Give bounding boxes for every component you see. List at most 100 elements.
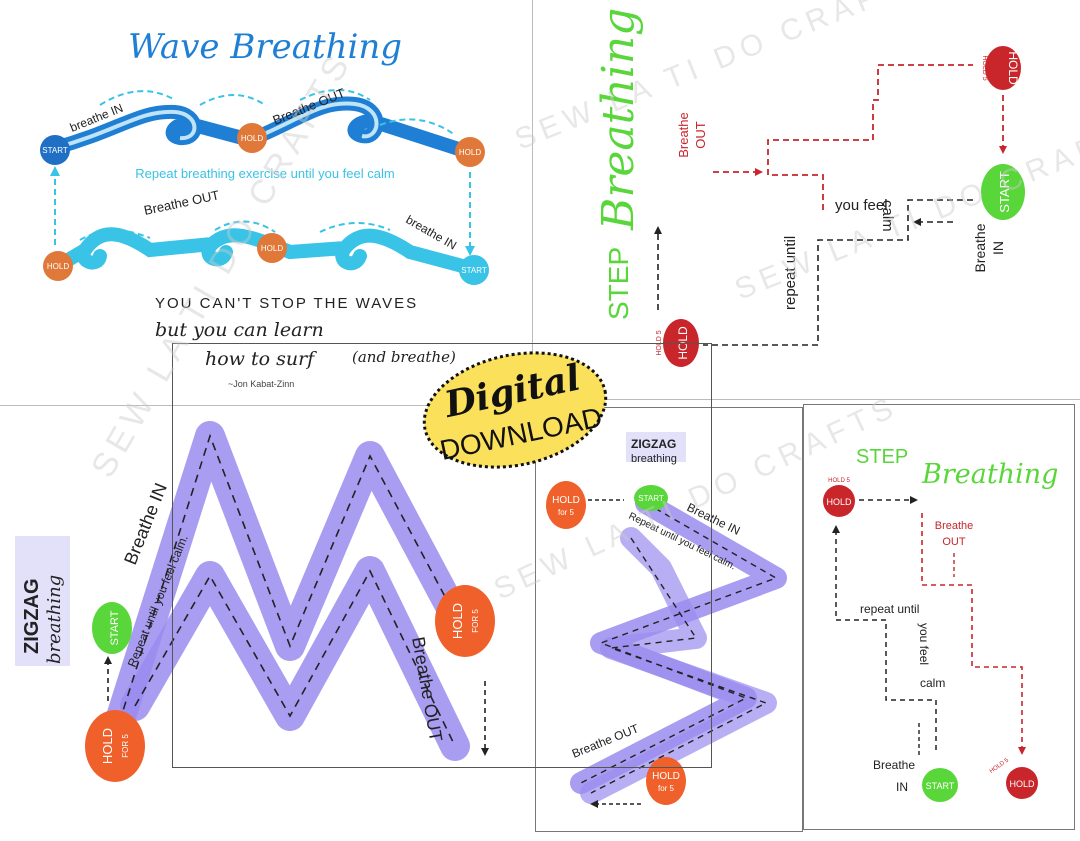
- left-up-arrowhead: [50, 166, 60, 176]
- step-breathing-card-small: STEP Breathing HOLD HOLD 5 Breathe OUT r…: [803, 404, 1075, 830]
- zigzag-hold-left: HOLD FOR 5: [85, 710, 145, 782]
- svg-text:START: START: [42, 146, 68, 155]
- zigzag-large-graphic: ZIGZAG breathing Breathe IN Repeat until…: [15, 421, 495, 782]
- breathe-out-label: Breathe: [676, 112, 691, 158]
- hold-bubble-top-right: HOLD: [455, 137, 485, 167]
- step-small-start: START: [922, 768, 958, 802]
- breathe-out-label-2: OUT: [693, 121, 708, 149]
- right-down-arrowhead: [465, 246, 475, 256]
- svg-text:HOLD: HOLD: [100, 728, 115, 764]
- step-small-breathe-out-2: OUT: [942, 536, 966, 548]
- zigzag-small-hold-bottom: HOLD for 5: [646, 757, 686, 805]
- quote-line-4: (and breathe): [352, 348, 456, 366]
- zigzag-title-a: ZIGZAG: [21, 578, 43, 654]
- breathe-in-label: Breathe: [972, 223, 988, 272]
- zigzag-start-bubble: START: [92, 602, 132, 654]
- svg-text:for 5: for 5: [658, 784, 675, 793]
- top-arrow-4: [379, 118, 456, 136]
- digital-download-badge: Digital DOWNLOAD: [415, 345, 615, 475]
- zigzag-title-b: breathing: [44, 575, 65, 664]
- quote-line-1: YOU CAN'T STOP THE WAVES: [155, 295, 418, 312]
- repeat-until-label: repeat until: [782, 236, 799, 310]
- top-arrow-1: [99, 90, 176, 106]
- zigzag-small-band-inner: [580, 527, 777, 804]
- svg-text:HOLD: HOLD: [459, 148, 481, 157]
- quote-author: ~Jon Kabat-Zinn: [228, 379, 294, 389]
- quote-line-2: but you can learn: [155, 319, 324, 341]
- svg-text:FOR 5: FOR 5: [471, 609, 480, 633]
- svg-text:for 5: for 5: [558, 508, 575, 517]
- hold-top-bubble: HOLD HOLD 5: [981, 46, 1021, 90]
- svg-text:HOLD: HOLD: [47, 262, 69, 271]
- svg-text:START: START: [461, 266, 487, 275]
- svg-text:HOLD 5: HOLD 5: [989, 757, 1011, 775]
- zigzag-small-bottom-arrowhead: [590, 800, 598, 808]
- zigzag-small-graphic: ZIGZAG breathing HOLD for 5 START Breath…: [546, 432, 787, 808]
- wave-breathing-card: Wave Breathing START HOLD HOLD breathe I…: [0, 0, 532, 400]
- zigzag-small-dashed-2: [590, 537, 768, 794]
- step-large-title-b: Breathing: [593, 8, 644, 231]
- step-small-top-arrowhead: [910, 496, 918, 504]
- step-small-calm: calm: [920, 676, 945, 690]
- zigzag-end-arrowhead: [481, 748, 489, 756]
- bottom-arrow-1: [79, 229, 151, 241]
- breathe-in-label-2: IN: [990, 241, 1006, 255]
- step-small-repeat-until: repeat until: [860, 602, 919, 616]
- hold-bubble-top-middle: HOLD: [237, 123, 267, 153]
- svg-text:FOR 5: FOR 5: [121, 734, 130, 758]
- svg-text:HOLD 5: HOLD 5: [981, 55, 988, 80]
- black-in-arrowhead: [913, 218, 921, 226]
- zigzag-small-start: START: [634, 485, 668, 511]
- zigzag-small-dashed: [580, 502, 778, 784]
- step-small-hold-bottom: HOLD HOLD 5: [989, 757, 1038, 799]
- svg-text:START: START: [109, 610, 121, 645]
- digital-download-graphic: Digital DOWNLOAD: [422, 351, 608, 469]
- svg-text:HOLD 5: HOLD 5: [656, 330, 663, 355]
- svg-text:HOLD: HOLD: [1009, 779, 1035, 789]
- zigzag-dashed-outer: [114, 433, 451, 737]
- svg-text:HOLD: HOLD: [450, 603, 465, 639]
- zigzag-hold-right: HOLD FOR 5: [435, 585, 495, 657]
- wave-breathing-graphic: Wave Breathing START HOLD HOLD breathe I…: [40, 27, 489, 389]
- zigzag-small-title-b: breathing: [631, 453, 677, 465]
- bottom-arrow-3: [319, 221, 391, 233]
- svg-text:START: START: [638, 494, 664, 503]
- svg-text:HOLD: HOLD: [1006, 51, 1020, 85]
- hold-bubble-bottom-left: HOLD: [43, 251, 73, 281]
- red-out-arrowhead: [755, 168, 763, 176]
- bottom-arrow-2: [214, 220, 276, 233]
- start-bubble-bottom-right: START: [459, 255, 489, 285]
- step-small-breathe-out: Breathe: [935, 520, 974, 532]
- zigzag-small-title-a: ZIGZAG: [631, 437, 676, 451]
- step-small-title-b: Breathing: [921, 459, 1058, 490]
- step-small-you-feel: you feel: [917, 623, 931, 665]
- svg-text:HOLD: HOLD: [676, 326, 690, 360]
- start-bubble-top: START: [40, 135, 70, 165]
- hold-bottom-bubble: HOLD HOLD 5: [656, 319, 699, 367]
- step-large-title-a: STEP: [603, 247, 634, 320]
- zigzag-small-title-highlight: [626, 432, 686, 462]
- svg-text:HOLD: HOLD: [261, 244, 283, 253]
- red-step-path: [767, 64, 973, 210]
- repeat-label: Repeat breathing exercise until you feel…: [135, 166, 394, 181]
- step-breathing-card-large: STEP Breathing HOLD HOLD 5 Breathe OUT y…: [532, 0, 1080, 400]
- red-down-arrowhead: [999, 146, 1007, 154]
- step-small-breathe-in: Breathe: [873, 758, 915, 772]
- top-wave-highlight: [54, 101, 379, 150]
- quote-line-3: how to surf: [205, 348, 317, 370]
- zigzag-card-small: ZIGZAG breathing HOLD for 5 START Breath…: [535, 407, 803, 832]
- zigzag-title-highlight: [15, 536, 70, 666]
- you-feel-label: you feel: [835, 197, 888, 214]
- step-small-red-arrowhead: [1018, 747, 1026, 755]
- step-small-title-a: STEP: [856, 446, 908, 468]
- svg-text:HOLD: HOLD: [652, 771, 680, 782]
- start-bubble: START: [981, 164, 1025, 220]
- svg-text:HOLD: HOLD: [826, 497, 852, 507]
- black-up-arrowhead: [654, 226, 662, 234]
- hold-bubble-bottom-middle: HOLD: [257, 233, 287, 263]
- step-breathing-large-graphic: STEP Breathing HOLD HOLD 5 Breathe OUT y…: [593, 8, 1025, 367]
- svg-text:START: START: [926, 781, 955, 791]
- calm-label: calm: [879, 200, 896, 232]
- breathe-out-bottom-label: Breathe OUT: [143, 187, 221, 218]
- step-small-hold-top: HOLD HOLD 5: [823, 478, 855, 517]
